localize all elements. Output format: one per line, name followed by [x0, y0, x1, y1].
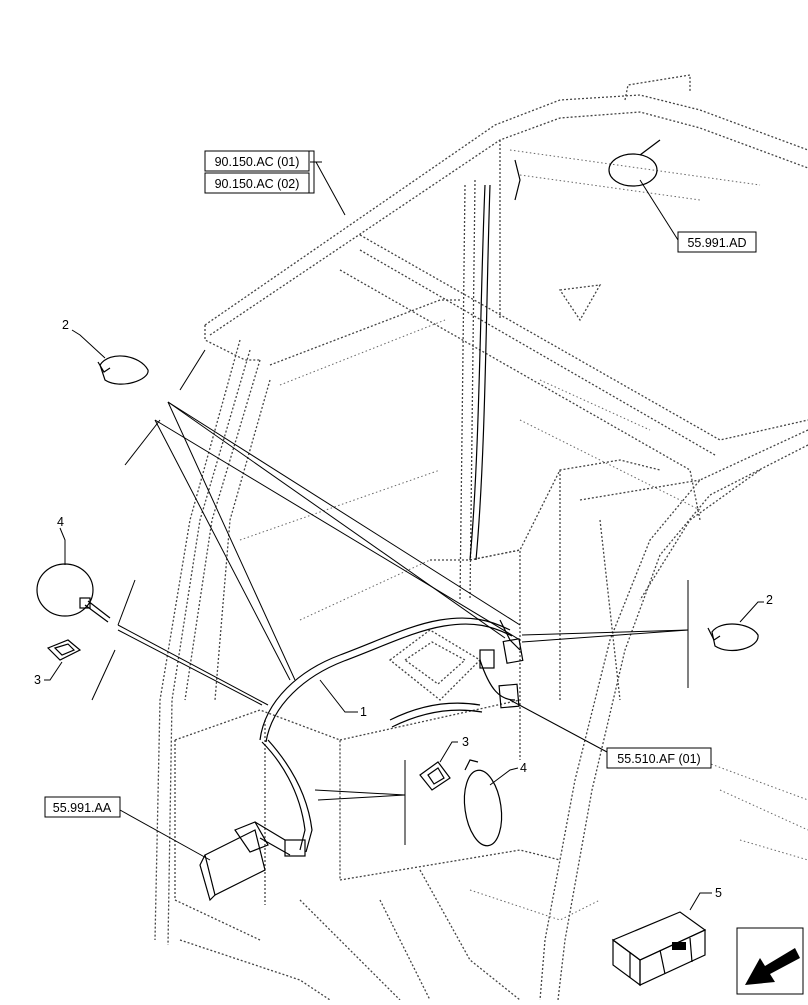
callout-item-3-left: 3 [34, 673, 41, 687]
callout-item-4-left: 4 [57, 515, 64, 529]
svg-text:90.150.AC (01): 90.150.AC (01) [215, 155, 300, 169]
callout-item-4-center: 4 [520, 761, 527, 775]
zip-tie-4-left [36, 563, 111, 623]
callout-item-1: 1 [360, 705, 367, 719]
tie-mount-3-left [46, 639, 82, 661]
svg-text:55.510.AF (01): 55.510.AF (01) [617, 752, 700, 766]
svg-text:90.150.AC (02): 90.150.AC (02) [215, 177, 300, 191]
callout-item-5: 5 [715, 886, 722, 900]
callout-item-2-left: 2 [62, 318, 69, 332]
zip-tie-4-center [463, 759, 503, 847]
callout-item-3-center: 3 [462, 735, 469, 749]
arrow-icon [745, 948, 800, 985]
callout-item-2-right: 2 [766, 593, 773, 607]
cab-frame [154, 74, 808, 1001]
dome-light [608, 139, 661, 187]
crate-icon [611, 911, 707, 987]
svg-text:55.991.AD: 55.991.AD [687, 236, 746, 250]
control-module [199, 821, 291, 902]
ref-55510af01[interactable]: 55.510.AF (01) [606, 747, 712, 769]
ref-55991aa[interactable]: 55.991.AA [44, 796, 121, 818]
tie-mount-3-center [419, 761, 451, 791]
ref-90150ac02[interactable]: 90.150.AC (02) [204, 172, 310, 194]
cable-tie-2-right [707, 623, 759, 651]
nav-arrow-button[interactable] [736, 927, 804, 995]
cable-tie-2-left [97, 355, 149, 385]
leader-lines [44, 161, 764, 911]
svg-text:55.991.AA: 55.991.AA [53, 801, 112, 815]
ref-55991ad[interactable]: 55.991.AD [677, 231, 757, 253]
ref-90150ac-bracket [309, 150, 315, 194]
ref-90150ac01[interactable]: 90.150.AC (01) [204, 150, 310, 172]
wire-harness [259, 159, 524, 857]
